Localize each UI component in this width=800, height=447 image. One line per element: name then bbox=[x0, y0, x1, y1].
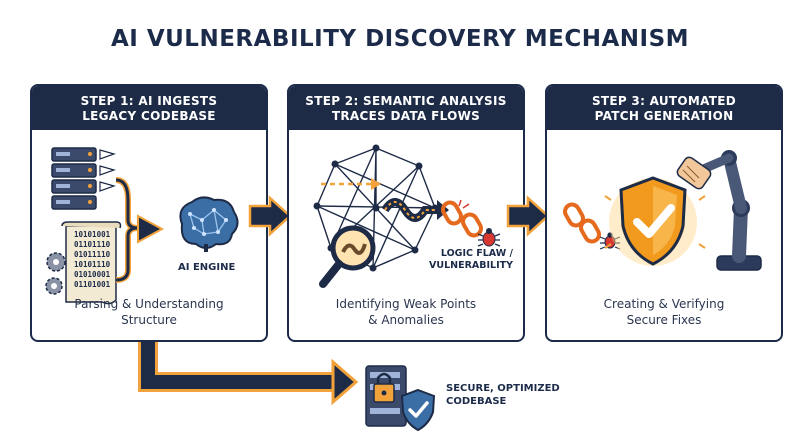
step-2-heading: STEP 2: SEMANTIC ANALYSIS TRACES DATA FL… bbox=[289, 86, 523, 130]
binary-code: 10101001 01101110 01011110 10101110 0101… bbox=[74, 230, 111, 289]
shield-check-icon bbox=[400, 388, 436, 432]
step-2-to-3-arrow-icon bbox=[506, 195, 550, 237]
step-1-panel: STEP 1: AI INGESTS LEGACY CODEBASE bbox=[30, 84, 268, 342]
code-scroll-icon bbox=[61, 221, 122, 305]
step-1-heading: STEP 1: AI INGESTS LEGACY CODEBASE bbox=[32, 86, 266, 130]
step-2-caption: Identifying Weak Points & Anomalies bbox=[335, 297, 477, 327]
step-3-panel: STEP 3: AUTOMATED PATCH GENERATION bbox=[545, 84, 783, 342]
ai-engine-label: AI ENGINE bbox=[178, 262, 236, 273]
step-3-heading: STEP 3: AUTOMATED PATCH GENERATION bbox=[547, 86, 781, 130]
broken-chain-icon bbox=[563, 202, 601, 244]
bug-icon bbox=[477, 228, 501, 247]
page-title: AI VULNERABILITY DISCOVERY MECHANISM bbox=[110, 26, 690, 52]
bug-icon bbox=[599, 232, 621, 250]
lock-icon bbox=[365, 365, 407, 427]
magnifier-icon bbox=[319, 225, 376, 288]
result-label: SECURE, OPTIMIZED CODEBASE bbox=[446, 383, 560, 407]
logic-flaw-label: LOGIC FLAW / VULNERABILITY bbox=[429, 248, 513, 271]
shield-check-icon bbox=[604, 176, 706, 266]
robot-arm-icon bbox=[676, 150, 762, 271]
broken-chain-icon bbox=[441, 199, 483, 238]
step-2-panel: STEP 2: SEMANTIC ANALYSIS TRACES DATA FL… bbox=[287, 84, 525, 342]
gear-icon bbox=[45, 252, 66, 295]
step-3-caption: Creating & Verifying Secure Fixes bbox=[603, 297, 725, 327]
arrow-icon bbox=[137, 214, 165, 244]
brain-icon bbox=[179, 196, 239, 252]
step-1-caption: Parsing & Understanding Structure bbox=[74, 297, 224, 327]
server-stack-icon bbox=[51, 147, 116, 210]
step-1-to-2-arrow-icon bbox=[248, 195, 292, 237]
